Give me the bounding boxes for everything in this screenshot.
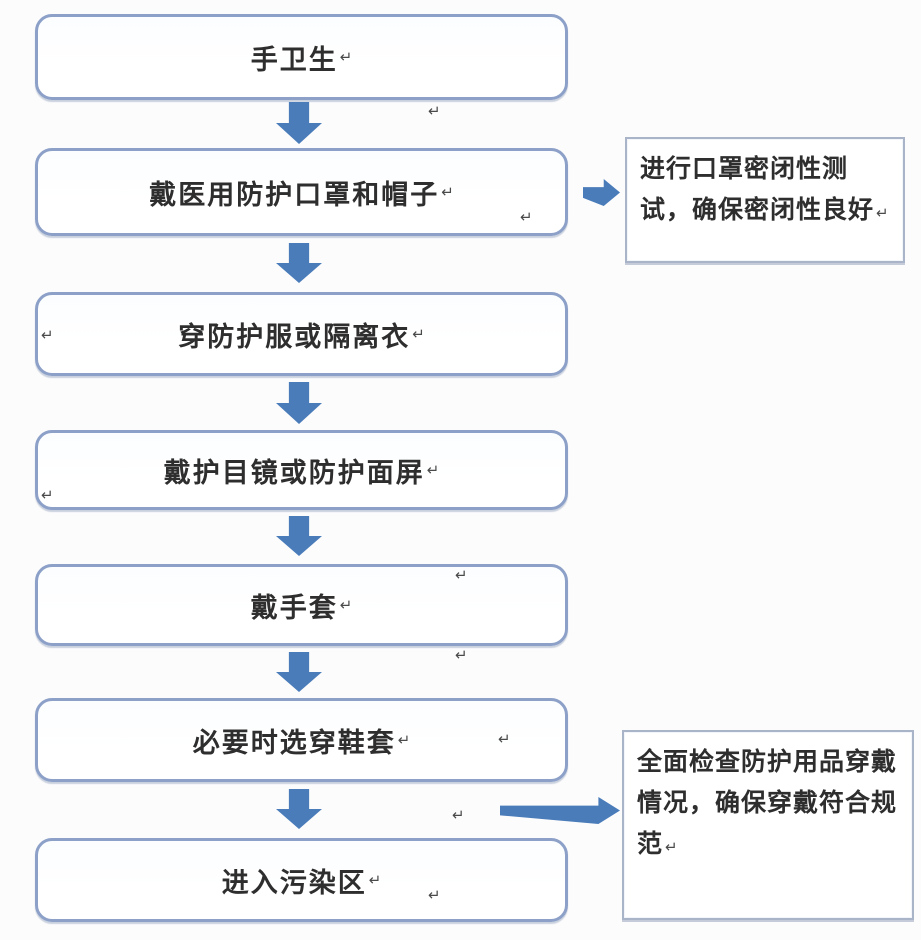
arrow-down-icon — [276, 652, 322, 692]
arrow-right-icon — [583, 179, 620, 206]
flow-step-wear-gloves: 戴手套↵ — [35, 564, 568, 646]
paragraph-mark-icon: ↵ — [426, 461, 440, 479]
flow-step-label: 穿防护服或隔离衣 — [178, 321, 411, 352]
paragraph-mark-icon: ↵ — [41, 326, 54, 344]
flow-step-enter-contaminated-area: 进入污染区↵ — [35, 838, 568, 922]
annotation-text: 进行口罩密闭性测试，确保密闭性良好 — [640, 156, 875, 224]
paragraph-mark-icon: ↵ — [520, 208, 533, 226]
flow-step-wear-protective-suit: 穿防护服或隔离衣↵ — [35, 292, 568, 376]
arrow-right-icon — [500, 797, 620, 824]
flow-step-hand-hygiene: 手卫生↵ — [35, 14, 568, 100]
arrow-down-icon — [276, 243, 322, 283]
flow-step-label: 戴护目镜或防护面屏 — [163, 457, 425, 488]
paragraph-mark-icon: ↵ — [428, 102, 441, 120]
paragraph-mark-icon: ↵ — [876, 204, 890, 222]
paragraph-mark-icon: ↵ — [455, 646, 468, 664]
paragraph-mark-icon: ↵ — [452, 806, 465, 824]
paragraph-mark-icon: ↵ — [665, 838, 679, 856]
arrow-down-icon — [276, 382, 322, 424]
flow-step-wear-goggles-faceshield: 戴护目镜或防护面屏↵ — [35, 430, 568, 510]
paragraph-mark-icon: ↵ — [428, 886, 441, 904]
paragraph-mark-icon: ↵ — [368, 871, 382, 889]
paragraph-mark-icon: ↵ — [412, 325, 425, 343]
flow-step-label: 戴手套 — [250, 592, 338, 623]
paragraph-mark-icon: ↵ — [339, 596, 353, 614]
paragraph-mark-icon: ↵ — [441, 183, 454, 201]
arrow-down-icon — [276, 516, 322, 556]
arrow-down-icon — [276, 102, 322, 144]
arrow-down-icon — [276, 789, 322, 829]
paragraph-mark-icon: ↵ — [498, 730, 511, 748]
paragraph-mark-icon: ↵ — [397, 731, 411, 749]
annotation-text: 全面检查防护用品穿戴情况，确保穿戴符合规范 — [637, 749, 898, 858]
paragraph-mark-icon: ↵ — [339, 48, 353, 66]
flow-step-wear-mask-cap: 戴医用防护口罩和帽子↵ — [35, 148, 568, 236]
paragraph-mark-icon: ↵ — [455, 566, 468, 584]
annotation-check-ppe: 全面检查防护用品穿戴情况，确保穿戴符合规范↵ — [622, 730, 914, 920]
flow-step-label: 必要时选穿鞋套 — [192, 727, 396, 758]
annotation-mask-seal-test: 进行口罩密闭性测试，确保密闭性良好↵ — [625, 137, 905, 263]
flow-step-shoe-covers: 必要时选穿鞋套↵ — [35, 698, 568, 782]
flow-step-label: 戴医用防护口罩和帽子 — [149, 179, 440, 210]
flow-step-label: 手卫生 — [250, 44, 338, 75]
flow-step-label: 进入污染区 — [221, 867, 367, 898]
paragraph-mark-icon: ↵ — [41, 486, 54, 504]
